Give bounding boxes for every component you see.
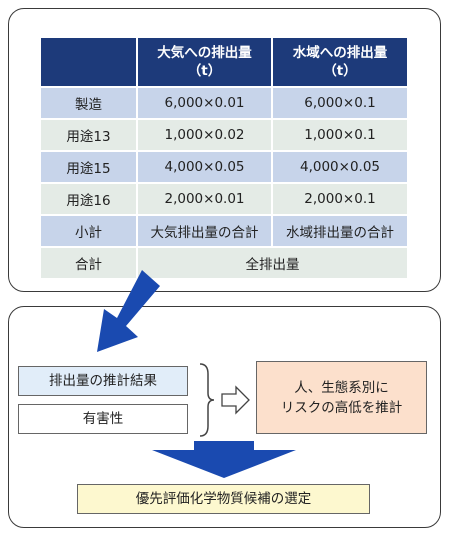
header-air-emission: 大気への排出量 （t） (137, 38, 273, 88)
table-row-subtotal: 小計 大気排出量の合計 水域排出量の合計 (41, 215, 407, 248)
hazard-box: 有害性 (18, 404, 188, 434)
table-row-total: 合計 全排出量 (41, 247, 407, 280)
priority-selection-box: 優先評価化学物質候補の選定 (77, 484, 370, 514)
table-row: 製造 6,000×0.01 6,000×0.1 (41, 87, 407, 120)
water-value: 6,000×0.1 (272, 87, 407, 120)
table-row: 用途16 2,000×0.01 2,000×0.1 (41, 183, 407, 216)
row-label: 小計 (41, 215, 138, 248)
water-value: 水域排出量の合計 (272, 215, 407, 248)
emission-estimate-box: 排出量の推計結果 (18, 366, 188, 396)
air-value: 4,000×0.05 (137, 151, 273, 184)
air-value: 1,000×0.02 (137, 119, 273, 152)
table-row: 用途13 1,000×0.02 1,000×0.1 (41, 119, 407, 152)
table-row: 用途15 4,000×0.05 4,000×0.05 (41, 151, 407, 184)
water-value: 1,000×0.1 (272, 119, 407, 152)
emission-table: 大気への排出量 （t） 水域への排出量 （t） 製造 6,000×0.01 6,… (41, 38, 407, 280)
header-water-emission: 水域への排出量 （t） (272, 38, 407, 88)
air-value: 2,000×0.01 (137, 183, 273, 216)
header-corner (41, 38, 138, 88)
water-value: 2,000×0.1 (272, 183, 407, 216)
air-value: 6,000×0.01 (137, 87, 273, 120)
risk-estimation-box: 人、生態系別に リスクの高低を推計 (256, 361, 427, 434)
total-value: 全排出量 (137, 247, 407, 280)
risk-estimation-label: 人、生態系別に リスクの高低を推計 (280, 379, 403, 416)
table-header-row: 大気への排出量 （t） 水域への排出量 （t） (41, 38, 407, 88)
row-label: 用途13 (41, 119, 138, 152)
row-label: 製造 (41, 87, 138, 120)
row-label: 用途15 (41, 151, 138, 184)
air-value: 大気排出量の合計 (137, 215, 273, 248)
row-label: 用途16 (41, 183, 138, 216)
row-label: 合計 (41, 247, 138, 280)
water-value: 4,000×0.05 (272, 151, 407, 184)
